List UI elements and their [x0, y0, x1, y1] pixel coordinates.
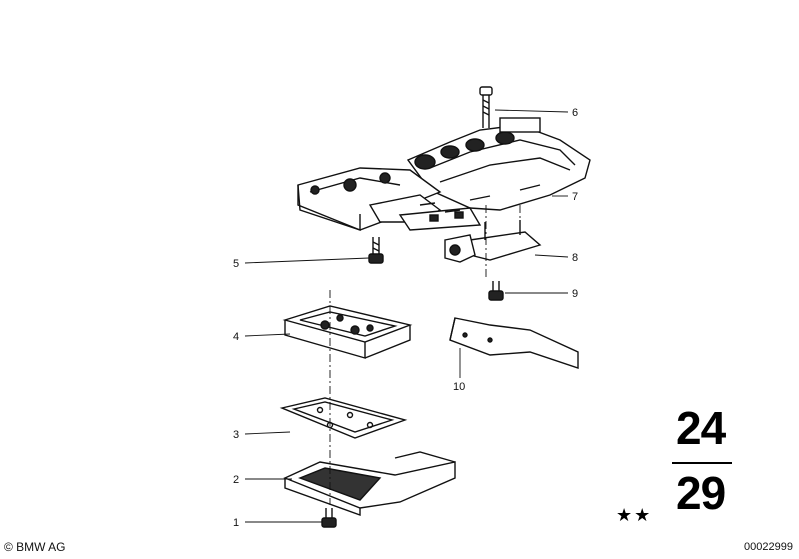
part-10-plate [449, 317, 579, 369]
document-number: 00022999 [744, 541, 793, 553]
callout-8: 8 [572, 252, 578, 264]
group-number-top: 24 [676, 402, 726, 454]
callout-9: 9 [572, 288, 578, 300]
copyright-text: © BMW AG [4, 540, 66, 554]
callout-6: 6 [572, 107, 578, 119]
callout-labels: 1 2 3 4 5 6 7 8 9 10 [233, 107, 578, 529]
part-9-bolt [488, 281, 504, 301]
group-divider [672, 462, 732, 464]
callout-5: 5 [233, 258, 239, 270]
callout-2: 2 [233, 474, 239, 486]
part-1-screw [321, 508, 337, 528]
callout-4: 4 [233, 331, 239, 343]
valve-body [297, 117, 591, 232]
callout-1: 1 [233, 517, 239, 529]
callout-10: 10 [453, 381, 465, 393]
part-4-cover [282, 305, 413, 359]
group-number-bottom: 29 [676, 467, 726, 519]
callout-7: 7 [572, 191, 578, 203]
part-3-gasket [279, 397, 408, 439]
callout-3: 3 [233, 429, 239, 441]
assembly-guide-lines [329, 205, 521, 505]
part-5-bolt [368, 237, 384, 264]
part-6-bolt [479, 86, 493, 128]
leader-lines [244, 109, 569, 523]
part-2-strainer [283, 451, 456, 516]
rating-stars: ★★ [616, 505, 653, 525]
